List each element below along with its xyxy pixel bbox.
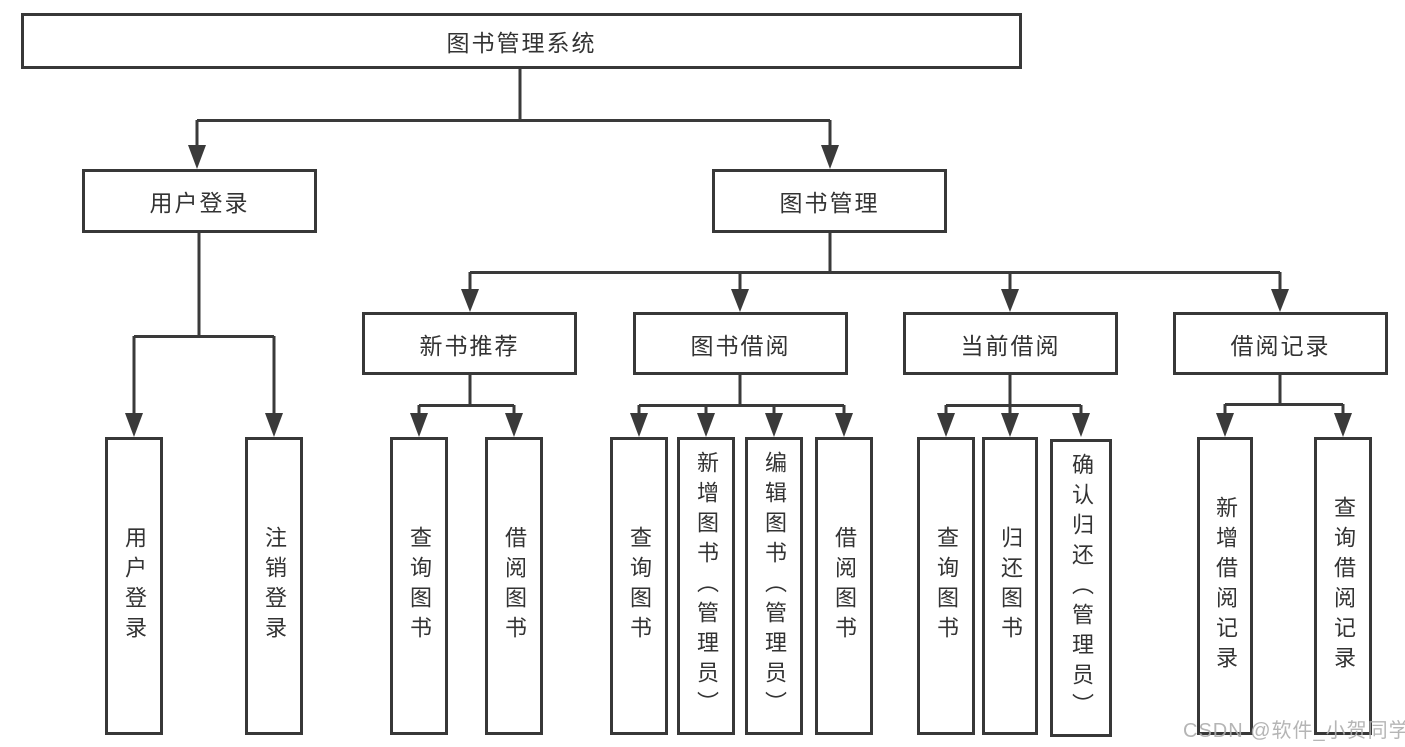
leaf-return-book-label: 归还图书 <box>998 526 1023 646</box>
node-current-borrow: 当前借阅 <box>903 312 1118 375</box>
leaf-query-books-recommend: 查询图书 <box>390 437 448 735</box>
leaf-add-borrow-record: 新增借阅记录 <box>1197 437 1253 735</box>
leaf-query-books-recommend-label: 查询图书 <box>407 526 432 646</box>
leaf-logout-label: 注销登录 <box>262 526 287 646</box>
leaf-add-borrow-record-label: 新增借阅记录 <box>1213 496 1238 676</box>
leaf-borrow-books: 借阅图书 <box>815 437 873 735</box>
leaf-confirm-return-admin-label: 确认归还（管理员） <box>1069 453 1094 723</box>
watermark: CSDN @软件_小贺同学 <box>1183 720 1405 742</box>
leaf-user-login-label: 用户登录 <box>122 526 147 646</box>
leaf-return-book: 归还图书 <box>982 437 1038 735</box>
leaf-query-books-borrow-label: 查询图书 <box>627 526 652 646</box>
leaf-edit-book-admin: 编辑图书（管理员） <box>745 437 803 735</box>
leaf-user-login: 用户登录 <box>105 437 163 735</box>
leaf-add-book-admin: 新增图书（管理员） <box>677 437 735 735</box>
node-user-login-label: 用户登录 <box>149 190 250 216</box>
leaf-confirm-return-admin: 确认归还（管理员） <box>1050 439 1112 737</box>
node-borrow-records-label: 借阅记录 <box>1230 332 1331 359</box>
leaf-query-books-current: 查询图书 <box>917 437 975 735</box>
node-root: 图书管理系统 <box>21 13 1022 69</box>
node-book-management: 图书管理 <box>712 169 947 233</box>
node-current-borrow-label: 当前借阅 <box>960 332 1061 359</box>
leaf-query-books-current-label: 查询图书 <box>934 526 959 646</box>
leaf-edit-book-admin-label: 编辑图书（管理员） <box>762 451 787 721</box>
leaf-logout: 注销登录 <box>245 437 303 735</box>
node-new-book-recommend: 新书推荐 <box>362 312 577 375</box>
node-book-borrow: 图书借阅 <box>633 312 848 375</box>
node-user-login: 用户登录 <box>82 169 317 233</box>
node-new-book-recommend-label: 新书推荐 <box>419 332 520 359</box>
leaf-borrow-books-recommend: 借阅图书 <box>485 437 543 735</box>
leaf-query-borrow-record: 查询借阅记录 <box>1314 437 1372 735</box>
node-book-management-label: 图书管理 <box>779 190 880 216</box>
node-root-label: 图书管理系统 <box>446 30 597 56</box>
leaf-query-books-borrow: 查询图书 <box>610 437 668 735</box>
leaf-borrow-books-recommend-label: 借阅图书 <box>502 526 527 646</box>
leaf-borrow-books-label: 借阅图书 <box>832 526 857 646</box>
node-borrow-records: 借阅记录 <box>1173 312 1388 375</box>
leaf-add-book-admin-label: 新增图书（管理员） <box>694 451 719 721</box>
arrowheads <box>125 145 1352 437</box>
leaf-query-borrow-record-label: 查询借阅记录 <box>1331 496 1356 676</box>
node-book-borrow-label: 图书借阅 <box>690 332 791 359</box>
